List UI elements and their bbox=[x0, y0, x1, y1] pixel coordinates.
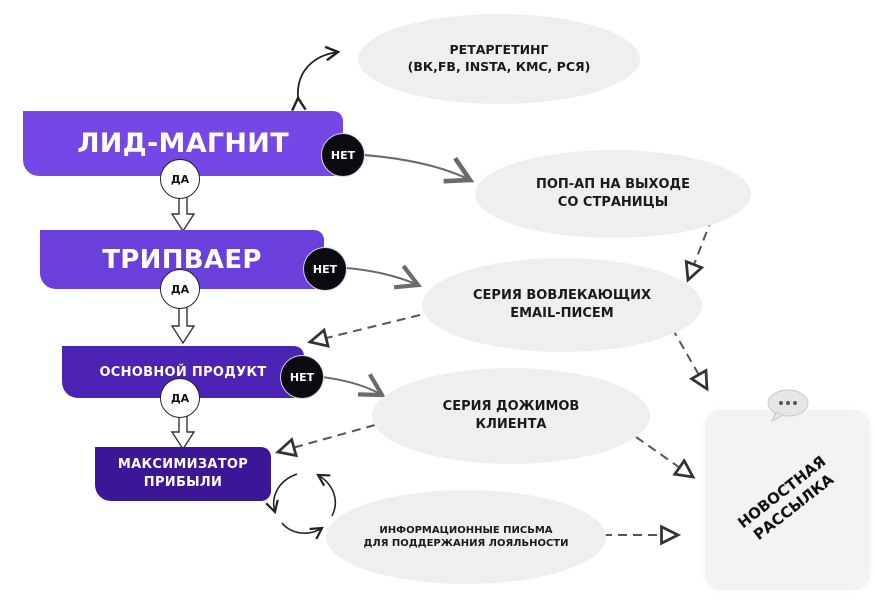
yes-badge-1: ДА bbox=[160, 159, 200, 199]
no-arrow-core-product bbox=[321, 373, 386, 398]
no-badge-1: НЕТ bbox=[321, 133, 365, 177]
client-pushes-line-2: КЛИЕНТА bbox=[475, 417, 547, 432]
stage-lead-magnet-label: ЛИД-МАГНИТ bbox=[77, 128, 289, 159]
node-newsletter bbox=[705, 410, 870, 590]
yes-badge-2-label: ДА bbox=[170, 282, 190, 296]
exit-popup-line-2: СО СТРАНИЦЫ bbox=[557, 195, 669, 210]
engaging-emails-line-2: EMAIL-ПИСЕМ bbox=[510, 306, 614, 321]
node-exit-popup: ПОП-АП НА ВЫХОДЕ СО СТРАНИЦЫ bbox=[475, 150, 751, 238]
yes-badge-3: ДА bbox=[160, 378, 200, 418]
node-loyalty-letters: ИНФОРМАЦИОННЫЕ ПИСЬМА ДЛЯ ПОДДЕРЖАНИЯ ЛО… bbox=[326, 490, 606, 584]
dashed-arrow-emails-to-core bbox=[307, 314, 421, 348]
no-arrow-lead-magnet bbox=[363, 153, 475, 184]
yes-badge-2: ДА bbox=[160, 269, 200, 309]
yes-arrow-2 bbox=[170, 305, 196, 345]
dashed-arrow-pushes-to-newsletter bbox=[635, 436, 696, 479]
no-badge-2: НЕТ bbox=[303, 247, 347, 291]
no-arrow-tripwire bbox=[345, 264, 422, 290]
yes-arrow-1 bbox=[170, 195, 196, 233]
loyalty-letters-line-2: ДЛЯ ПОДДЕРЖАНИЯ ЛОЯЛЬНОСТИ bbox=[363, 538, 569, 549]
cycle-arrow-right bbox=[316, 473, 337, 517]
dashed-arrow-emails-to-newsletter bbox=[671, 327, 709, 392]
stage-core-product-label: ОСНОВНОЙ ПРОДУКТ bbox=[99, 364, 267, 380]
no-badge-3-label: НЕТ bbox=[289, 370, 315, 384]
node-retargeting: РЕТАРГЕТИНГ (ВК,FB, INSTA, КМС, РСЯ) bbox=[358, 14, 640, 104]
retargeting-line-1: РЕТАРГЕТИНГ bbox=[449, 42, 549, 58]
stage-profit-maximizer: МАКСИМИЗАТОР ПРИБЫЛИ bbox=[95, 447, 271, 501]
loyalty-letters-line-1: ИНФОРМАЦИОННЫЕ ПИСЬМА bbox=[379, 524, 553, 536]
client-pushes-line-1: СЕРИЯ ДОЖИМОВ bbox=[442, 399, 580, 415]
yes-arrow-3 bbox=[170, 413, 196, 451]
dashed-arrow-pushes-to-maximizer bbox=[275, 424, 376, 458]
node-client-pushes: СЕРИЯ ДОЖИМОВ КЛИЕНТА bbox=[372, 368, 650, 464]
retargeting-loop-arrow bbox=[291, 45, 341, 112]
speech-bubble-icon bbox=[767, 389, 809, 422]
no-badge-2-label: НЕТ bbox=[312, 262, 338, 276]
cycle-arrow-left bbox=[265, 473, 298, 515]
dashed-arrow-popup-to-emails bbox=[684, 217, 713, 283]
cycle-arrow-bottom bbox=[281, 522, 324, 540]
retargeting-line-2: (ВК,FB, INSTA, КМС, РСЯ) bbox=[407, 59, 591, 74]
exit-popup-line-1: ПОП-АП НА ВЫХОДЕ bbox=[535, 177, 691, 193]
no-badge-1-label: НЕТ bbox=[330, 148, 356, 162]
stage-profit-maximizer-line-1: МАКСИМИЗАТОР bbox=[117, 457, 249, 473]
node-engaging-emails: СЕРИЯ ВОВЛЕКАЮЩИХ EMAIL-ПИСЕМ bbox=[422, 258, 702, 352]
stage-profit-maximizer-line-2: ПРИБЫЛИ bbox=[143, 475, 223, 490]
engaging-emails-line-1: СЕРИЯ ВОВЛЕКАЮЩИХ bbox=[473, 288, 651, 304]
no-badge-3: НЕТ bbox=[280, 355, 324, 399]
yes-badge-3-label: ДА bbox=[170, 391, 190, 405]
yes-badge-1-label: ДА bbox=[170, 172, 190, 186]
